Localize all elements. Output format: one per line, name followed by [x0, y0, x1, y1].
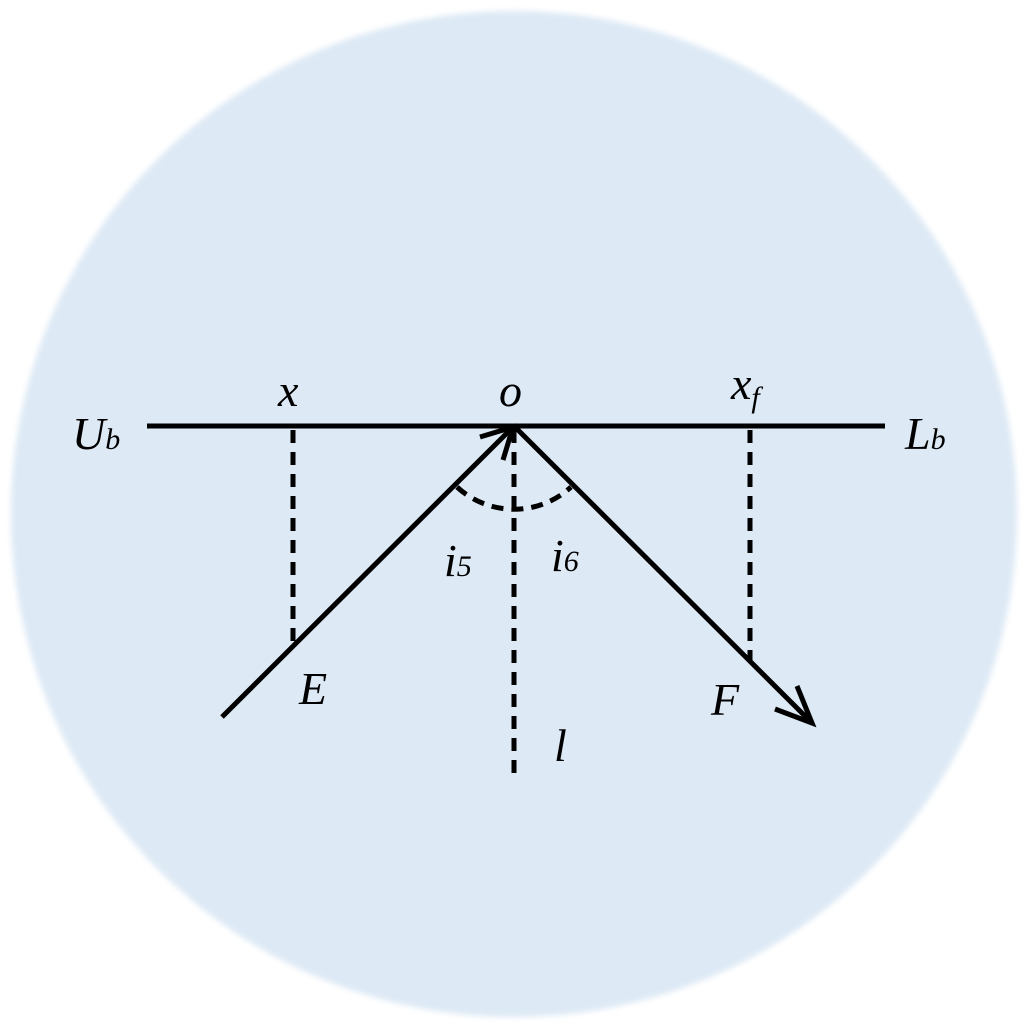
incident-arrowhead: [479, 423, 517, 461]
incident-ray: [220, 425, 515, 719]
reflected-arrowhead: [774, 685, 817, 728]
background-disc: [11, 11, 1017, 1017]
angle-arc: [455, 485, 573, 512]
label-lb: Lb: [904, 408, 946, 459]
label-o: o: [499, 365, 522, 416]
label-i5: i5: [444, 535, 472, 586]
label-i6: i6: [551, 530, 579, 581]
label-e: E: [298, 663, 327, 714]
label-f: F: [710, 674, 740, 725]
label-x: x: [277, 365, 299, 416]
label-l: l: [554, 720, 567, 771]
reflected-ray: [513, 425, 814, 725]
label-ub: Ub: [72, 408, 120, 459]
